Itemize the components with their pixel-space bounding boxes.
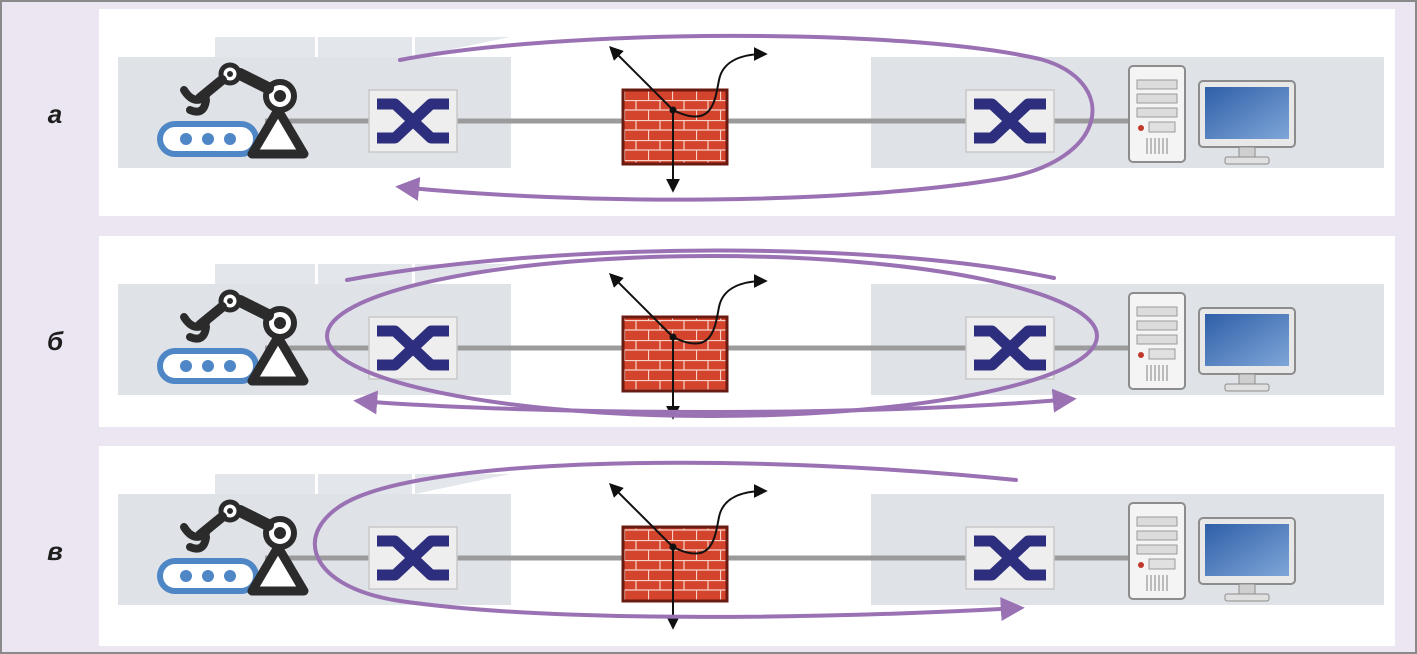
traffic-loop bbox=[312, 460, 1025, 622]
office-zone bbox=[871, 284, 1384, 395]
factory-roof bbox=[215, 264, 315, 284]
diagram-row-b: б bbox=[47, 236, 1395, 427]
server-tower-icon bbox=[1128, 65, 1186, 163]
conveyor-belt-icon bbox=[157, 558, 259, 594]
row-label: а bbox=[48, 99, 62, 129]
row-label: в bbox=[47, 536, 63, 566]
server-tower-icon bbox=[1128, 292, 1186, 390]
network-switch-icon bbox=[368, 316, 458, 380]
server-tower-icon bbox=[1128, 502, 1186, 600]
desktop-monitor-icon bbox=[1198, 307, 1296, 392]
network-switch-icon bbox=[368, 89, 458, 153]
conveyor-belt-icon bbox=[157, 121, 259, 157]
firewall-brick-wall-icon bbox=[609, 46, 768, 193]
firewall-brick-wall-icon bbox=[609, 483, 768, 630]
diagram-row-c: в bbox=[47, 446, 1395, 646]
row-label: б bbox=[47, 326, 64, 356]
industrial-robot-arm-icon bbox=[180, 499, 309, 596]
diagram-row-a: а bbox=[48, 9, 1395, 216]
traffic-bottom-line bbox=[353, 388, 1077, 415]
network-switch-icon bbox=[965, 316, 1055, 380]
desktop-monitor-icon bbox=[1198, 80, 1296, 165]
traffic-loop-inner bbox=[325, 254, 1099, 418]
industrial-robot-arm-icon bbox=[180, 62, 309, 159]
network-switch-icon bbox=[965, 89, 1055, 153]
office-zone bbox=[871, 57, 1384, 168]
industrial-robot-arm-icon bbox=[180, 289, 309, 386]
desktop-monitor-icon bbox=[1198, 517, 1296, 602]
traffic-top-line bbox=[345, 248, 1056, 282]
factory-roof bbox=[215, 474, 315, 494]
office-zone bbox=[871, 494, 1384, 605]
traffic-loop bbox=[395, 33, 1095, 202]
network-switch-icon bbox=[965, 526, 1055, 590]
conveyor-belt-icon bbox=[157, 348, 259, 384]
factory-roof bbox=[215, 37, 315, 57]
network-switch-icon bbox=[368, 526, 458, 590]
